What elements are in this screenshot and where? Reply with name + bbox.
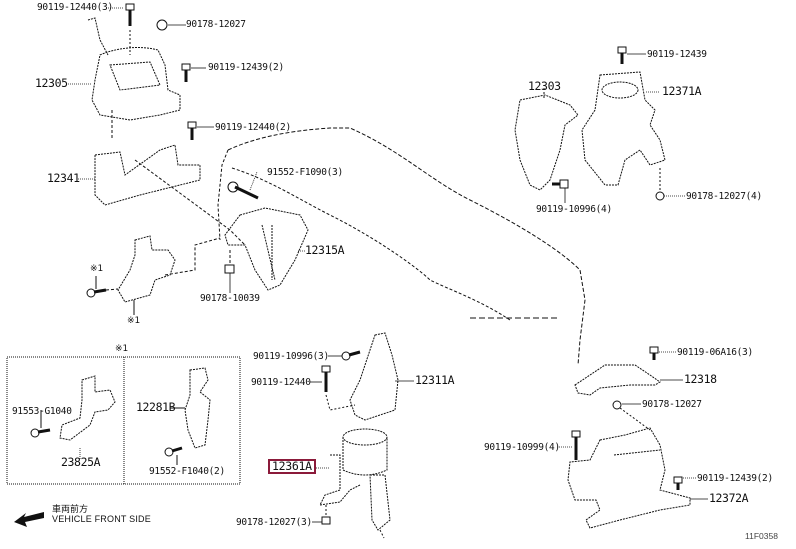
bolt-icon-3 [187,121,197,140]
bolt-icon-7 [341,350,361,361]
part-23825A-drawing [59,375,116,441]
bolt-icon-5 [552,179,569,189]
part-12315A-drawing [224,207,309,291]
label-90178-12027-4[interactable]: 90178-12027(4) [686,191,762,202]
nut-icon-5 [612,400,622,410]
nut-icon-1 [156,19,168,31]
engine-outline [227,127,586,366]
label-12361A-highlighted[interactable]: 12361A [268,459,316,474]
label-12303[interactable]: 12303 [528,79,561,93]
bolt-icon-8 [321,365,331,392]
part-12311A-drawing [349,332,399,421]
illustration-code: 11F0358 [745,531,778,541]
label-91553-G1040[interactable]: 91553-G1040 [12,406,72,417]
bolt-icon-12 [30,428,51,438]
part-12361A-drawing [319,428,391,531]
bolt-icon-9 [649,346,659,360]
bolt-icon-4 [86,288,107,298]
label-90119-12440[interactable]: 90119-12440 [251,377,311,388]
label-90119-12440-3[interactable]: 90119-12440(3) [37,2,113,13]
label-12372A[interactable]: 12372A [709,491,749,505]
nut-icon-3 [655,191,665,201]
note-marker-1: ※1 [90,264,104,274]
part-12341-drawing [94,144,201,206]
part-12318-drawing [574,364,661,396]
label-90178-12027[interactable]: 90178-12027 [186,19,246,30]
label-90119-10996-4[interactable]: 90119-10996(4) [536,204,612,215]
nut-icon-4 [321,516,331,525]
bolt-icon-11 [673,476,683,490]
nut-icon-2 [224,264,235,274]
label-90119-12439-2[interactable]: 90119-12439(2) [208,62,284,73]
label-90178-10039[interactable]: 90178-10039 [200,293,260,304]
front-label-en: VEHICLE FRONT SIDE [52,514,151,524]
label-91552-F1040-2[interactable]: 91552-F1040(2) [149,466,225,477]
bolt-icon-10 [571,430,581,460]
label-90119-12440-2[interactable]: 90119-12440(2) [215,122,291,133]
label-90178-12027-b[interactable]: 90178-12027 [642,399,702,410]
bolt-icon-6 [617,46,627,64]
part-12303-drawing [514,94,579,191]
bolt-icon-13 [164,446,183,457]
label-12318[interactable]: 12318 [684,372,717,386]
label-12341[interactable]: 12341 [47,171,80,185]
label-90119-12439-2-b[interactable]: 90119-12439(2) [697,473,773,484]
label-90119-10996-3[interactable]: 90119-10996(3) [253,351,329,362]
part-12371A-drawing [581,71,666,186]
label-23825A[interactable]: 23825A [61,455,101,469]
leader-lines [66,7,708,523]
label-90119-12439[interactable]: 90119-12439 [647,49,707,60]
part-12281B-drawing [184,367,211,449]
label-12311A[interactable]: 12311A [415,373,455,387]
part-12305-drawing [87,17,181,140]
note-marker-2: ※1 [127,316,141,326]
inset-box [6,356,241,485]
bolt-icon-2 [181,63,191,82]
front-label-jp: 車両前方 [52,505,89,515]
label-91552-F1090-3[interactable]: 91552-F1090(3) [267,167,343,178]
part-bracket-left-drawing [117,235,176,303]
label-12315A[interactable]: 12315A [305,243,345,257]
label-90119-10999-4[interactable]: 90119-10999(4) [484,442,560,453]
inset-marker: ※1 [115,344,129,354]
arrow-left-icon [14,512,44,527]
part-12372A-drawing [567,427,691,529]
long-bolt-icon [227,181,259,200]
label-90119-06A16-3[interactable]: 90119-06A16(3) [677,347,753,358]
engine-inner-line [231,167,511,321]
label-12281B[interactable]: 12281B [136,400,176,414]
label-12371A[interactable]: 12371A [662,84,702,98]
label-12305[interactable]: 12305 [35,76,68,90]
label-90178-12027-3[interactable]: 90178-12027(3) [236,517,312,528]
bolt-icon-1 [125,3,135,26]
